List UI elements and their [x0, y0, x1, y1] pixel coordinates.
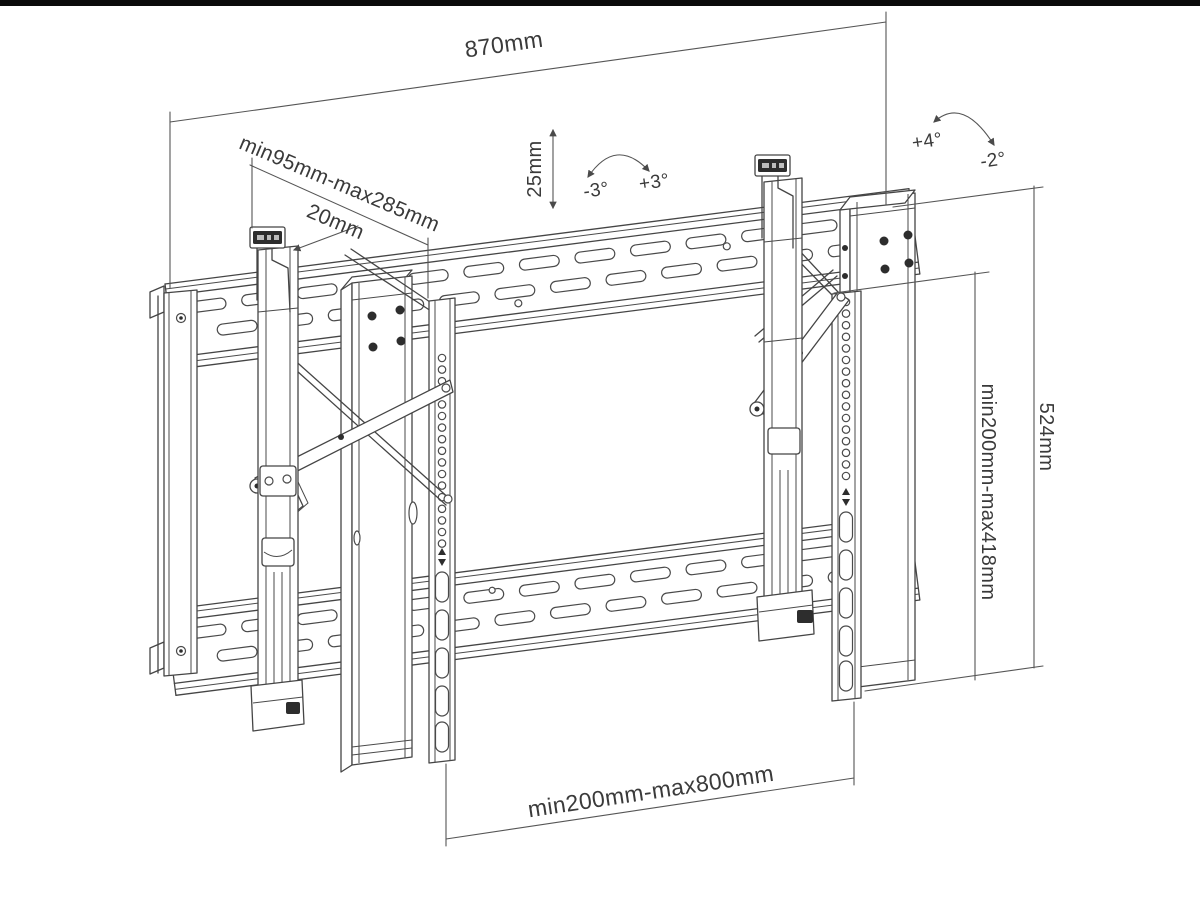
dim-overall-height-label: 524mm — [1035, 403, 1057, 472]
right-strip-slots — [838, 511, 854, 692]
dim-fine-adjust: 20mm — [292, 200, 368, 252]
dim-height-adjust: 25mm — [524, 128, 557, 210]
brand-badge — [758, 159, 787, 172]
right-popout-mechanism — [749, 154, 850, 642]
adjust-arrow-icon — [842, 488, 850, 506]
right-strip-holes — [841, 297, 851, 481]
dim-tilt-swivel: -3° +3° — [582, 154, 671, 203]
top-border — [0, 0, 1200, 6]
dim-height-adjust-label: 25mm — [524, 140, 546, 197]
left-upright-column — [340, 269, 418, 773]
dim-tilt-left-label: -3° — [582, 178, 610, 202]
adjust-arrow-icon — [438, 548, 446, 566]
dim-vesa-height-label: min200mm-max418mm — [977, 384, 999, 601]
right-vesa-bracket — [789, 246, 862, 702]
left-strip-slots — [434, 571, 450, 753]
dim-tilt-down-label: -2° — [979, 148, 1007, 172]
dim-fine-adjust-label: 20mm — [303, 200, 367, 245]
dim-vesa-width: min200mm-max800mm — [445, 701, 855, 847]
dim-vesa-height: min200mm-max418mm — [833, 271, 999, 681]
dim-tilt-updown: +4° -2° — [911, 112, 1007, 173]
dim-overall-height: 524mm — [864, 185, 1057, 692]
dim-tilt-right-label: +3° — [638, 170, 671, 195]
dim-tilt-up-label: +4° — [911, 129, 944, 154]
left-end-plate — [149, 285, 198, 677]
dim-overall-width-label: 870mm — [463, 26, 545, 63]
brand-badge — [253, 231, 282, 244]
left-vesa-bracket — [344, 248, 456, 764]
left-popout-mechanism — [249, 226, 454, 732]
dim-vesa-width-label: min200mm-max800mm — [526, 760, 775, 822]
bottom-rail — [164, 514, 921, 696]
